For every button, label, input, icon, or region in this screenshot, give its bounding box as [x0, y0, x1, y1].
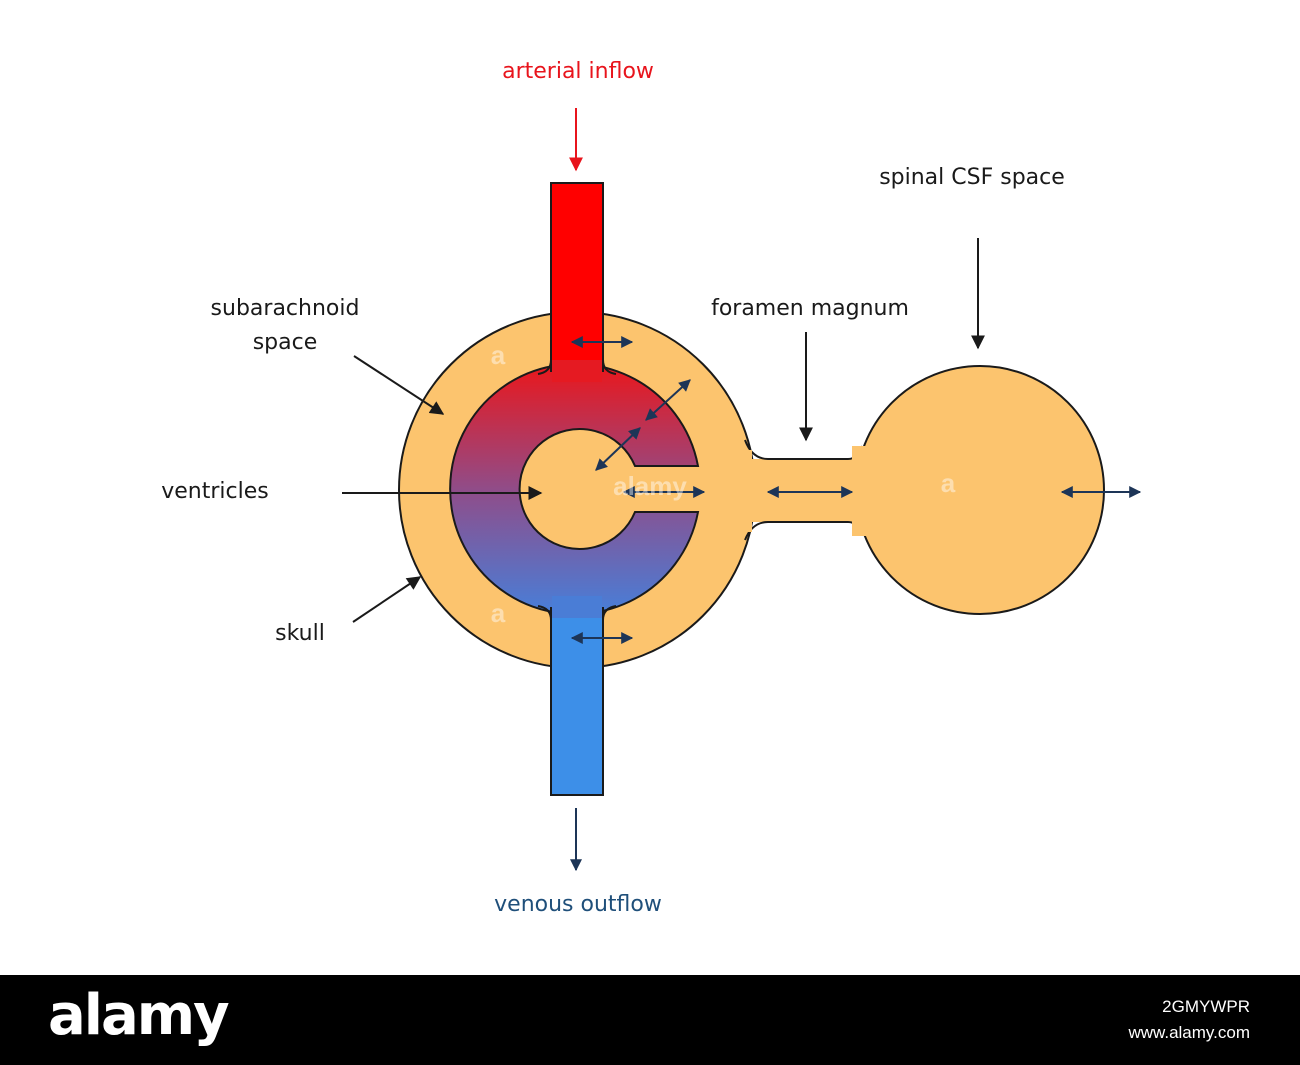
- watermark-brand-logo: alamy: [48, 983, 230, 1048]
- labels: arterial inflow venous outflow spinal CS…: [161, 59, 1065, 917]
- venous-ring-junction-right: [602, 605, 617, 621]
- venous-ring-junction-left: [537, 605, 552, 621]
- watermark-site-url: www.alamy.com: [1128, 1023, 1250, 1042]
- label-arterial-inflow: arterial inflow: [502, 59, 654, 84]
- watermark-footer: alamy 2GMYWPR www.alamy.com: [0, 975, 1300, 1065]
- csf-dynamics-diagram: arterial inflow venous outflow spinal CS…: [161, 59, 1142, 917]
- label-foramen-magnum: foramen magnum: [711, 296, 909, 321]
- blood-compartment: [449, 182, 700, 796]
- foramen-canal-bottom-edge: [744, 521, 863, 541]
- watermarks: a a a alamy: [491, 340, 956, 628]
- foramen-canal-top-edge: [744, 439, 863, 460]
- venous-outflow-tube: [550, 589, 604, 796]
- brain-blood-ring: [449, 363, 700, 615]
- spinal-csf-space: [855, 365, 1105, 615]
- watermark-image-id: 2GMYWPR: [1162, 997, 1250, 1016]
- watermark-mark: a: [941, 468, 956, 498]
- watermark-mark: a: [491, 340, 506, 370]
- foramen-magnum-canal: [745, 459, 865, 522]
- venous-joint: [552, 596, 602, 618]
- arrow-exchange-diag-inner: [595, 427, 641, 471]
- watermark-mark: a: [491, 598, 506, 628]
- foramen-canal-fill-right: [852, 446, 866, 536]
- arrow-skull: [352, 576, 422, 623]
- exchange-arrows: [570, 336, 1142, 644]
- foramen-canal-fill-left: [738, 450, 752, 532]
- label-subarachnoid-line1: subarachnoid: [211, 296, 360, 321]
- arterial-ring-junction-left: [537, 359, 552, 375]
- label-ventricles: ventricles: [161, 479, 269, 504]
- arrow-subarachnoid: [353, 355, 445, 415]
- label-skull: skull: [275, 621, 325, 646]
- label-venous-outflow: venous outflow: [494, 892, 662, 917]
- label-subarachnoid-line2: space: [253, 330, 318, 355]
- arterial-joint: [552, 360, 602, 382]
- pointer-arrows: [342, 108, 985, 872]
- label-spinal-csf-space: spinal CSF space: [879, 165, 1065, 190]
- arrow-exchange-diag-outer: [645, 379, 691, 421]
- watermark-word: alamy: [613, 471, 687, 501]
- arterial-ring-junction-right: [602, 359, 617, 375]
